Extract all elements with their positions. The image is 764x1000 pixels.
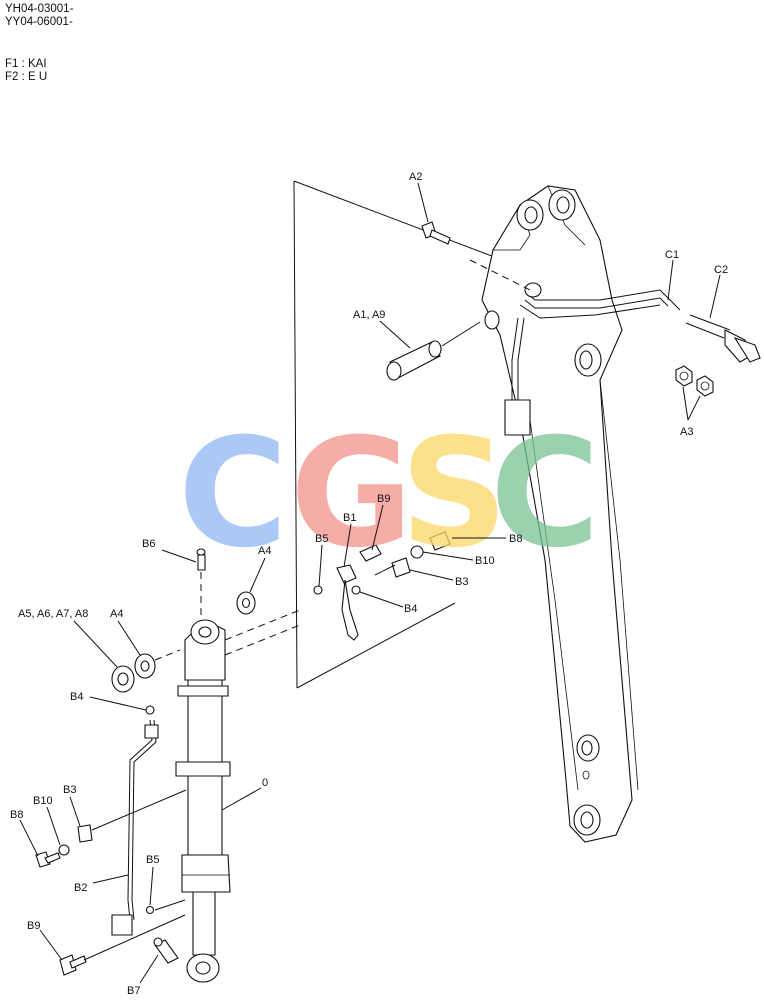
nut-a3-pair <box>675 365 714 397</box>
hydraulic-cylinder <box>175 619 231 983</box>
callout-b2: B2 <box>74 882 87 894</box>
watermark-cgsc: C G S C <box>178 407 600 581</box>
pin-a1-a9 <box>386 321 481 381</box>
reference-plane <box>293 180 498 689</box>
serial-number-1: YH04-03001- <box>5 3 74 15</box>
callout-labels: A2 C1 C2 A1, A9 A3 B9 B1 B5 B6 A4 B8 B10… <box>10 171 728 997</box>
callout-a4-left: A4 <box>110 608 123 620</box>
watermark-letter-s: S <box>400 407 508 581</box>
callout-c1: C1 <box>665 249 679 261</box>
callout-b5-bottom: B5 <box>146 854 159 866</box>
callout-b6: B6 <box>142 538 155 550</box>
callout-cylinder-0: 0 <box>262 777 268 789</box>
grease-nipple-b6 <box>196 548 206 615</box>
callout-a2: A2 <box>409 171 422 183</box>
callout-b8-left: B8 <box>10 809 23 821</box>
watermark-letter-c1: C <box>178 407 288 581</box>
fittings-left <box>35 789 187 976</box>
leader-lines <box>19 182 721 984</box>
callout-b4-left: B4 <box>70 691 83 703</box>
callout-b10-top: B10 <box>475 555 495 567</box>
callout-a1-a9: A1, A9 <box>353 309 385 321</box>
washers-a4 <box>111 591 301 693</box>
callout-b8-top: B8 <box>509 533 522 545</box>
callout-b9-bottom: B9 <box>27 920 40 932</box>
callout-b9-top: B9 <box>377 493 390 505</box>
hydraulic-pipes <box>469 259 761 436</box>
callout-b4-top: B4 <box>404 603 417 615</box>
callout-a3: A3 <box>680 426 693 438</box>
grease-fittings-top <box>313 531 451 641</box>
serial-number-2: YY04-06001- <box>5 16 73 28</box>
callout-b1: B1 <box>343 512 356 524</box>
watermark-letter-g: G <box>290 407 413 581</box>
bolt-a2 <box>421 221 451 245</box>
watermark-letter-c2: C <box>490 407 600 581</box>
callout-c2: C2 <box>714 264 728 276</box>
pipe-b2 <box>111 705 159 936</box>
callout-b10-left: B10 <box>33 795 53 807</box>
callout-b3-left: B3 <box>63 784 76 796</box>
callout-b7: B7 <box>127 985 140 997</box>
callout-b5-top: B5 <box>315 533 328 545</box>
callout-a5-a8: A5, A6, A7, A8 <box>18 608 88 620</box>
note-f1: F1 : KAI <box>5 58 47 70</box>
callout-b3-top: B3 <box>455 576 468 588</box>
note-f2: F2 : E U <box>5 71 47 83</box>
callout-a4-right: A4 <box>258 545 271 557</box>
